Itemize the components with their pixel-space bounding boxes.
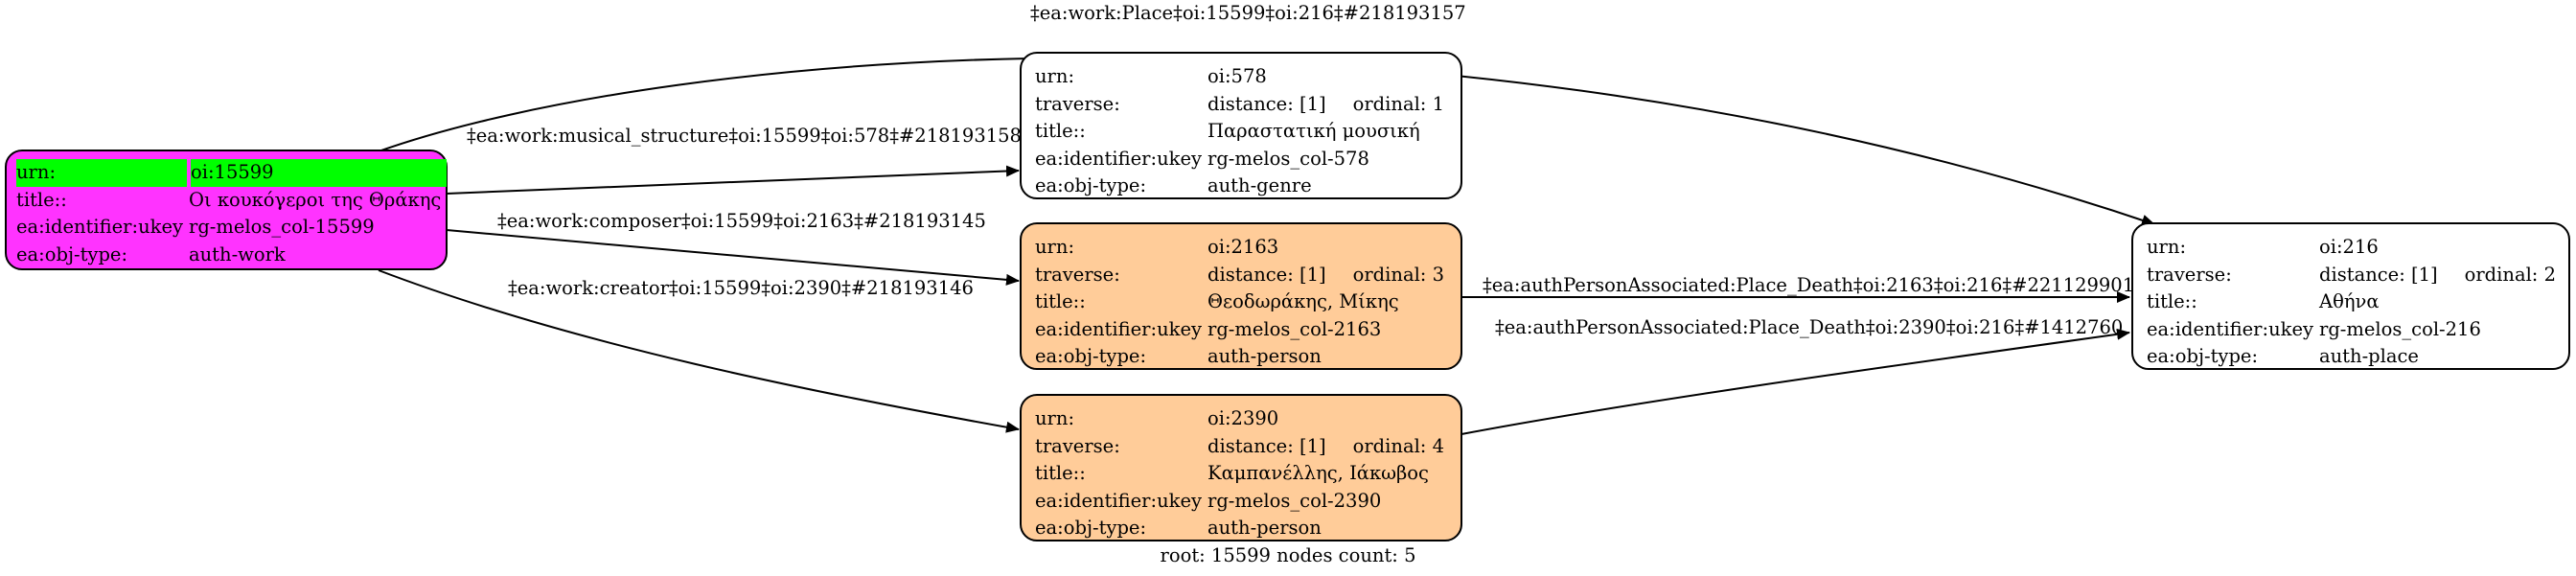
- node-key: traverse:: [2147, 263, 2232, 286]
- node-key: ea:obj-type:: [16, 242, 128, 265]
- node-value: distance: [1] ordinal: 2: [2319, 262, 2562, 289]
- node-key: ea:obj-type:: [1035, 345, 1147, 367]
- node-row-traverse: traverse: distance: [1] ordinal: 2: [2147, 262, 2562, 289]
- node-key: ea:identifier:ukey: [2147, 317, 2313, 340]
- node-row-type: ea:obj-type: auth-work: [16, 242, 447, 269]
- node-row-urn: urn: oi:2163: [1035, 234, 1450, 262]
- node-key: ea:identifier:ukey: [1035, 489, 1202, 512]
- node-row-ukey: ea:identifier:ukey rg-melos_col-2390: [1035, 488, 1450, 516]
- node-distance: distance: [1]: [1208, 434, 1326, 457]
- node-key: ea:obj-type:: [1035, 174, 1147, 196]
- node-value: oi:2390: [1208, 407, 1279, 429]
- node-distance: distance: [1]: [1208, 92, 1326, 115]
- node-value: distance: [1] ordinal: 3: [1208, 262, 1450, 289]
- node-key: ea:obj-type:: [1035, 517, 1147, 539]
- node-row-title: title::Παραστατική μουσική: [1035, 118, 1450, 146]
- node-ordinal: ordinal: 4: [1352, 434, 1444, 457]
- node-row-title: title:: Οι κουκόγεροι της Θράκης: [16, 187, 447, 215]
- node-key: title::: [16, 188, 67, 211]
- node-key: ea:obj-type:: [2147, 345, 2259, 367]
- edge-label-musical-structure: ‡ea:work:musical_structure‡oi:15599‡oi:5…: [467, 125, 1022, 147]
- node-value: oi:15599: [189, 159, 448, 187]
- node-value: rg-melos_col-216: [2319, 317, 2481, 340]
- node-row-type: ea:obj-type: auth-genre: [1035, 173, 1450, 200]
- node-key: traverse:: [1035, 92, 1120, 115]
- node-row-type: ea:obj-type: auth-place: [2147, 343, 2562, 371]
- node-key: ea:identifier:ukey: [16, 216, 183, 238]
- node-key: traverse:: [1035, 434, 1120, 457]
- node-key: traverse:: [1035, 263, 1120, 286]
- node-value: auth-work: [189, 242, 286, 265]
- node-key: title::: [1035, 290, 1086, 312]
- node-row-ukey: ea:identifier:ukey rg-melos_col-578: [1035, 146, 1450, 173]
- node-row-type: ea:obj-type: auth-person: [1035, 343, 1450, 371]
- node-value: Αθήνα: [2319, 290, 2380, 312]
- edge-label-place-death-2163: ‡ea:authPersonAssociated:Place_Death‡oi:…: [1483, 274, 2135, 296]
- node-row-title: title::Καμπανέλλης, Ιάκωβος: [1035, 460, 1450, 488]
- node-root-15599[interactable]: urn: oi:15599 title:: Οι κουκόγεροι της …: [5, 150, 448, 270]
- node-value: distance: [1] ordinal: 4: [1208, 433, 1450, 461]
- node-578[interactable]: urn: oi:578 traverse: distance: [1] ordinal…: [1020, 52, 1462, 199]
- node-row-ukey: ea:identifier:ukey rg-melos_col-216: [2147, 316, 2562, 344]
- node-value: oi:216: [2319, 236, 2379, 258]
- node-value: auth-person: [1208, 345, 1322, 367]
- node-key: urn:: [16, 159, 191, 187]
- graph-footer: root: 15599 nodes count: 5: [1160, 544, 1416, 566]
- node-value: rg-melos_col-578: [1208, 147, 1369, 170]
- node-row-urn: urn: oi:216: [2147, 234, 2562, 262]
- node-2390[interactable]: urn: oi:2390 traverse: distance: [1] ordina…: [1020, 394, 1462, 541]
- edge-label-creator: ‡ea:work:creator‡oi:15599‡oi:2390‡#21819…: [508, 277, 974, 299]
- edge-place-death-2390: [1460, 328, 2130, 435]
- edge-label-place-death-2390: ‡ea:authPersonAssociated:Place_Death‡oi:…: [1495, 316, 2124, 338]
- node-ordinal: ordinal: 3: [1352, 263, 1444, 286]
- node-row-type: ea:obj-type: auth-person: [1035, 515, 1450, 542]
- node-value: Παραστατική μουσική: [1208, 120, 1420, 142]
- node-row-ukey: ea:identifier:ukey rg-melos_col-15599: [16, 214, 447, 242]
- node-value: auth-person: [1208, 517, 1322, 539]
- edge-musical-structure: [446, 165, 1020, 195]
- node-row-ukey: ea:identifier:ukey rg-melos_col-2163: [1035, 316, 1450, 344]
- node-row-urn: urn: oi:2390: [1035, 405, 1450, 433]
- node-key: urn:: [1035, 407, 1075, 429]
- node-row-title: title::Θεοδωράκης, Μίκης: [1035, 288, 1450, 316]
- node-ordinal: ordinal: 2: [2464, 263, 2556, 286]
- node-value: rg-melos_col-2163: [1208, 317, 1382, 340]
- edge-label-place: ‡ea:work:Place‡oi:15599‡oi:216‡#21819315…: [1030, 2, 1466, 24]
- node-value: rg-melos_col-15599: [189, 216, 375, 238]
- node-row-traverse: traverse: distance: [1] ordinal: 4: [1035, 433, 1450, 461]
- node-distance: distance: [1]: [2319, 263, 2438, 286]
- edge-creator: [378, 269, 1020, 433]
- node-value: Θεοδωράκης, Μίκης: [1208, 290, 1399, 312]
- node-key: ea:identifier:ukey: [1035, 317, 1202, 340]
- node-value: rg-melos_col-2390: [1208, 489, 1382, 512]
- node-row-urn: urn: oi:578: [1035, 63, 1450, 91]
- node-distance: distance: [1]: [1208, 263, 1326, 286]
- node-value: distance: [1] ordinal: 1: [1208, 91, 1450, 119]
- node-2163[interactable]: urn: oi:2163 traverse: distance: [1] ordina…: [1020, 222, 1462, 370]
- edge-label-composer: ‡ea:work:composer‡oi:15599‡oi:2163‡#2181…: [497, 210, 986, 232]
- node-value: oi:578: [1208, 65, 1267, 87]
- node-216[interactable]: urn: oi:216 traverse: distance: [1] ordinal…: [2131, 222, 2570, 370]
- node-row-traverse: traverse: distance: [1] ordinal: 3: [1035, 262, 1450, 289]
- node-key: title::: [2147, 290, 2197, 312]
- node-row-title: title::Αθήνα: [2147, 288, 2562, 316]
- node-key: urn:: [2147, 236, 2187, 258]
- node-key: title::: [1035, 120, 1086, 142]
- node-key: urn:: [1035, 65, 1075, 87]
- node-value: Καμπανέλλης, Ιάκωβος: [1208, 462, 1429, 484]
- node-key: urn:: [1035, 236, 1075, 258]
- node-row-traverse: traverse: distance: [1] ordinal: 1: [1035, 91, 1450, 119]
- node-value: oi:2163: [1208, 236, 1279, 258]
- edge-composer: [446, 229, 1020, 286]
- node-key: title::: [1035, 462, 1086, 484]
- node-ordinal: ordinal: 1: [1352, 92, 1444, 115]
- node-value: Οι κουκόγεροι της Θράκης: [189, 188, 442, 211]
- node-value: auth-place: [2319, 345, 2419, 367]
- node-key: ea:identifier:ukey: [1035, 147, 1202, 170]
- node-row-urn: urn: oi:15599: [16, 159, 448, 187]
- node-value: auth-genre: [1208, 174, 1312, 196]
